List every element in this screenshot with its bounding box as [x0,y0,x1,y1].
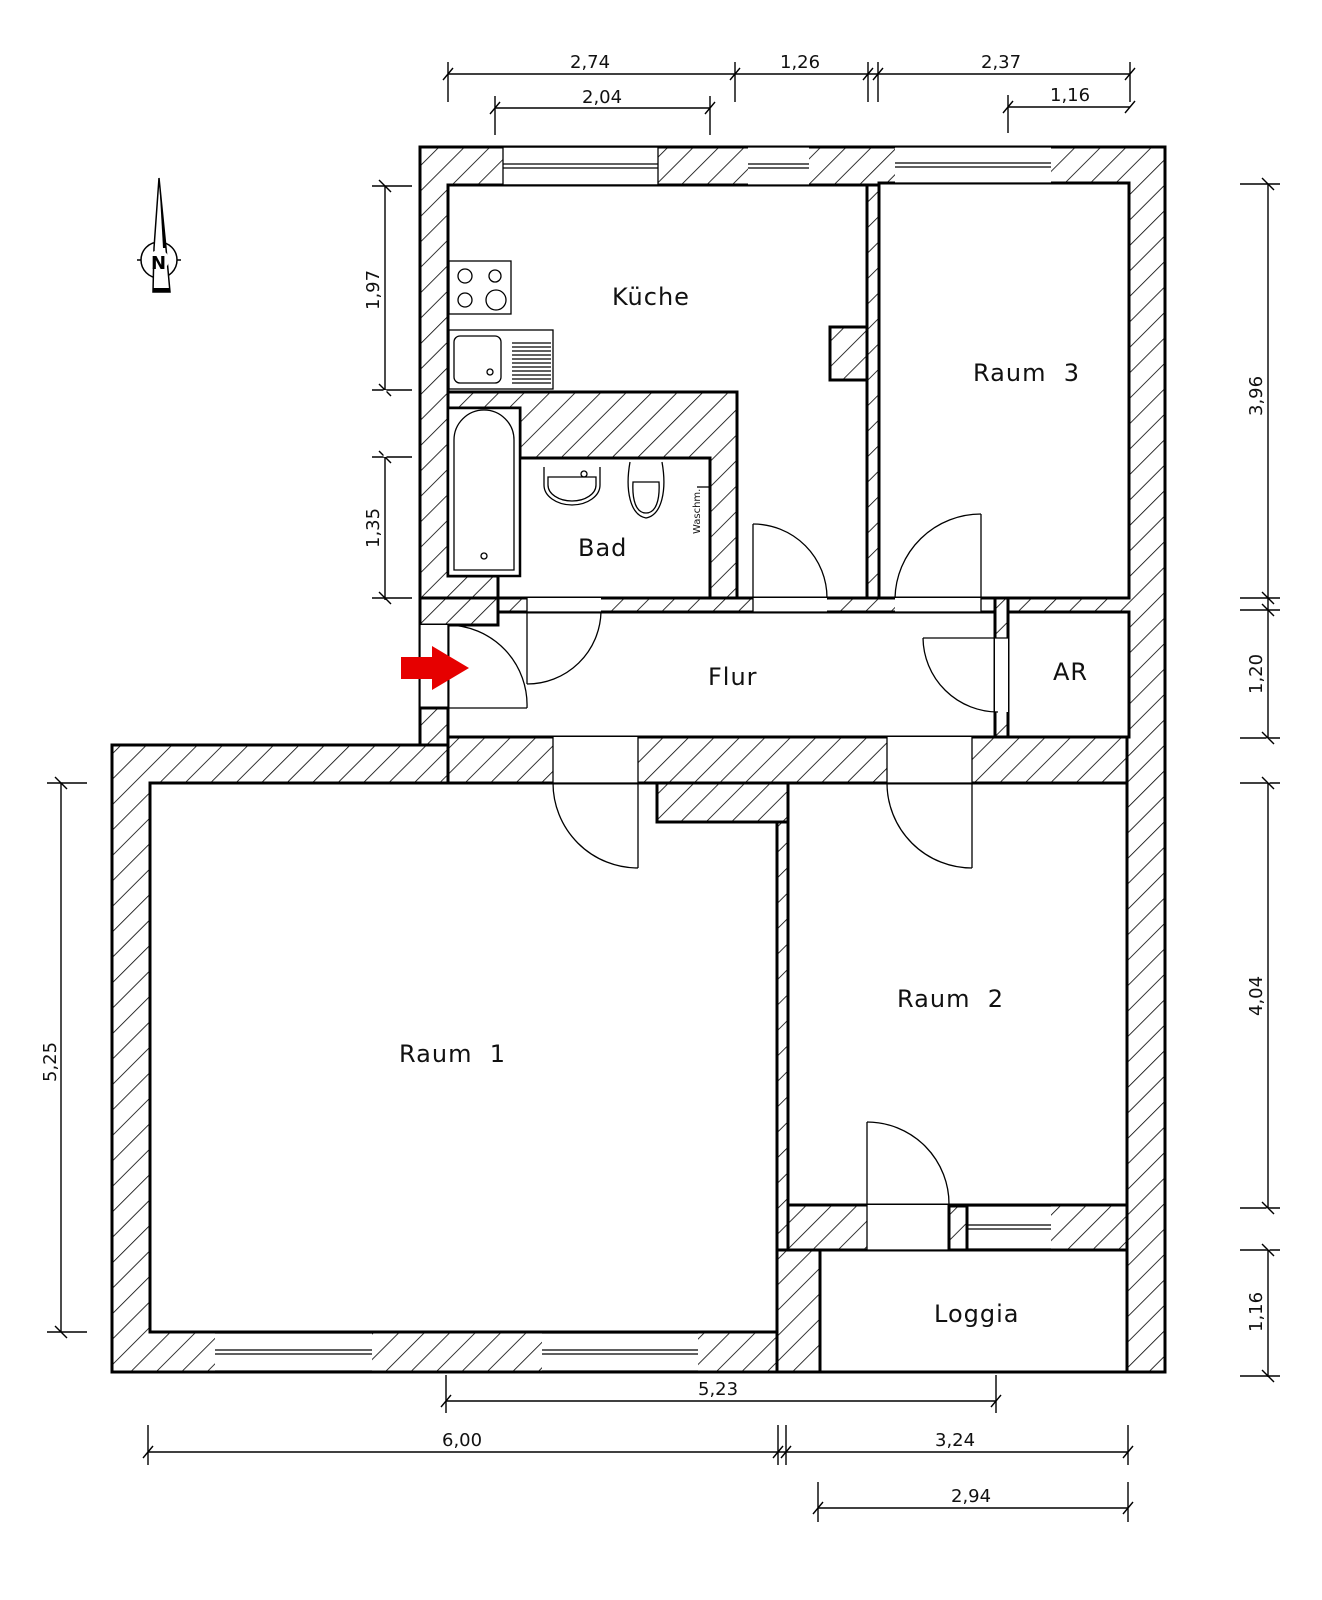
room3-door [894,513,982,613]
bath-door [526,598,602,685]
fixtures: Waschm. [446,260,710,578]
window-kitchen-2 [748,146,809,186]
storage-door [922,637,1008,713]
room-label-hall: Flur [708,663,758,691]
dim-top-inner-2: 1,16 [1050,85,1090,106]
dim-top-inner-1: 2,04 [582,87,622,108]
dim-right-3: 4,04 [1246,976,1267,1016]
dim-top-2: 1,26 [780,52,820,73]
dim-left-2: 1,35 [363,508,384,548]
doors [418,513,1008,1252]
loggia-door [866,1121,969,1252]
washbasin-icon [543,467,601,506]
room2-door [886,737,973,869]
room-label-kitchen: Küche [612,283,690,311]
dim-left-1: 1,97 [363,270,384,310]
dim-top-3: 2,37 [981,52,1021,73]
dim-bottom-2: 3,24 [935,1430,975,1451]
kitchen-door [752,523,828,613]
room-labels: Küche Bad Raum 3 Flur AR Raum 1 Raum 2 L… [399,283,1088,1328]
window-room1-2 [542,1332,698,1372]
room-label-room1: Raum 1 [399,1040,506,1068]
washing-machine-marker: Waschm. [692,486,710,534]
dim-right-2: 1,20 [1246,654,1267,694]
dim-top-1: 2,74 [570,52,610,73]
sink-icon [448,329,554,390]
room-label-storage: AR [1053,658,1088,686]
window-room2-loggia [967,1205,1051,1250]
dim-bottom-loggia: 2,94 [951,1486,991,1507]
dim-right-1: 3,96 [1246,376,1267,416]
entrance-arrow-icon [401,646,469,690]
room1-door [552,737,639,869]
north-label: N [151,253,166,274]
room-label-loggia: Loggia [934,1300,1019,1328]
windows [215,146,1051,1372]
room-label-room3: Raum 3 [973,359,1080,387]
window-room3 [895,146,1051,184]
bathtub-icon [446,406,522,578]
stove-icon [448,260,512,315]
dim-bottom-1: 6,00 [442,1430,482,1451]
dim-left-lower: 5,25 [40,1042,61,1082]
toilet-icon [627,461,665,519]
window-room1-1 [215,1332,372,1372]
room-label-bath: Bad [578,534,627,562]
room-label-room2: Raum 2 [897,985,1004,1013]
dim-bottom-window: 5,23 [698,1379,738,1400]
washer-label: Waschm. [692,489,703,534]
dimensions: 2,74 1,26 2,37 2,04 1,16 1,97 1,35 5,25 [40,52,1280,1522]
window-kitchen-1 [502,146,659,186]
north-arrow-icon: N [137,177,181,293]
dim-right-4: 1,16 [1246,1292,1267,1332]
